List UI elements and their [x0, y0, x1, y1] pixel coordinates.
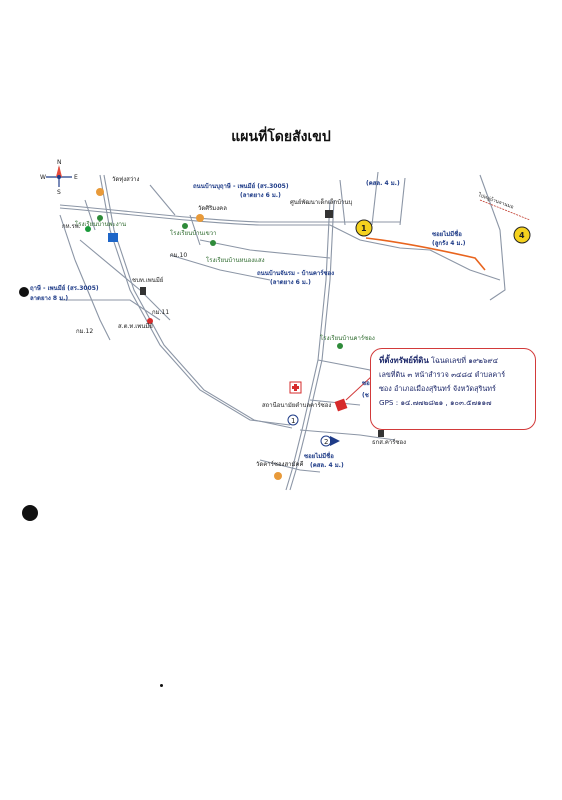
callout-line-3: ซอง อำเภอเมืองสุรินทร์ จังหวัดสุรินทร์ — [379, 384, 496, 393]
punch-hole-icon — [22, 505, 38, 521]
left-dot-icon — [19, 287, 29, 297]
label-road-top: ถนนบ้านบุฤาษี - เพนมีย์ (สร.3005) — [193, 182, 289, 190]
compass-n-label: N — [57, 159, 62, 166]
marker-route-2: 2 — [320, 435, 340, 447]
label-soi-right-sub: (ลูกรัง 4 ม.) — [432, 239, 466, 248]
school-icon — [97, 215, 103, 221]
page-title: แผนที่โดยสังเขป — [231, 129, 331, 145]
road-network — [59, 171, 506, 491]
school-icon-3 — [210, 240, 216, 246]
label-soi-right: ซอยไม่มีชื่อ — [432, 229, 462, 238]
label-side-2: (ช — [362, 392, 369, 399]
label-school-mid: โรงเรียนบ้านเขวา — [170, 229, 216, 237]
speck-icon — [160, 684, 163, 687]
school-icon-2 — [182, 223, 188, 229]
callout-gps: GPS : ๑๔.๗๗๒๘๒๑ , ๑๐๓.๕๗๑๑๗ — [379, 398, 492, 407]
label-road-left: ฤาษี - เพนมีย์ (สร.3005) — [30, 284, 99, 292]
label-bank: ธกส.คาร์ซอง — [372, 438, 406, 446]
green-sign-icon — [85, 226, 91, 232]
svg-text:4: 4 — [519, 231, 525, 240]
label-tk-sk: กห.รพ. — [62, 223, 81, 230]
bank-icon — [140, 287, 146, 295]
compass-w-label: W — [40, 174, 46, 181]
label-road-mid-lanes: (ลาดยาง 6 ม.) — [270, 279, 311, 286]
label-school-left: โรงเรียนบ้านพะงาน — [75, 220, 126, 228]
label-temple-bottom: วัดคาร์ซองสามัคคี — [256, 460, 304, 468]
callout-deed: โฉนดเลขที่ ๑๙๒๖๙๔ — [428, 356, 499, 365]
temple-icon-2 — [196, 214, 204, 222]
label-pcs-1: ชบท.เพนมีย์ — [132, 276, 163, 284]
marker-route-1: 1 — [287, 414, 299, 426]
temple-icon-3 — [274, 472, 282, 480]
label-km-10: กม.10 — [170, 252, 187, 259]
label-pcs-2: ส.ต.ท.เพนมีย์ — [118, 322, 153, 330]
label-soi-bottom: ซอยไม่มีชื่อ — [304, 451, 334, 460]
label-temple-mid: วัดศิริมงคล — [198, 205, 227, 212]
label-health: สถานีอนามัยตำบลคาร์ซอง — [262, 401, 331, 409]
target-small-icon — [147, 318, 153, 324]
svg-text:1: 1 — [291, 417, 295, 425]
svg-text:2: 2 — [324, 438, 328, 446]
bank-icon-2 — [378, 430, 384, 437]
label-kasor-top: (คสล. 4 ม.) — [366, 180, 400, 187]
temple-icon — [96, 188, 104, 196]
label-side-1: ซอย — [362, 380, 374, 387]
compass-e-label: E — [74, 174, 78, 181]
compass-icon: N S W E — [40, 159, 78, 196]
marker-1: 1 — [355, 219, 373, 237]
callout-line-1: ที่ตั้งทรัพย์ที่ดิน โฉนดเลขที่ ๑๙๒๖๙๔ — [379, 354, 527, 368]
label-school-right: โรงเรียนบ้านหนองแสง — [206, 256, 265, 264]
svg-text:1: 1 — [361, 224, 367, 233]
school-icon-4 — [337, 343, 343, 349]
callout-line-2: เลขที่ดิน ๓ หน้าสำรวจ ๓๔๘๔ ตำบลคาร์ — [379, 370, 506, 379]
label-center-top: ศูนย์พัฒนาเด็กเล็กบ้านบุ — [290, 197, 352, 206]
label-road-mid: ถนนบ้านจันรม - บ้านคาร์ซอง — [257, 269, 334, 277]
label-school-bottom: โรงเรียนบ้านคาร์ซอง — [320, 334, 375, 342]
callout-title: ที่ตั้งทรัพย์ที่ดิน — [379, 356, 429, 365]
label-kasor-bottom: (คสล. 4 ม.) — [310, 462, 344, 469]
label-temple-top: วัดทุ่งสว่าง — [112, 176, 140, 183]
hospital-icon — [289, 381, 302, 394]
access-path — [365, 237, 486, 271]
property-callout: ที่ตั้งทรัพย์ที่ดิน โฉนดเลขที่ ๑๙๒๖๙๔ เล… — [370, 348, 536, 430]
label-km-11: กม.11 — [152, 309, 169, 316]
building-icon — [108, 233, 118, 242]
label-km-12: กม.12 — [76, 328, 93, 335]
label-road-edge: ไปหมู่บ้านจานมอ — [476, 191, 514, 211]
marker-4: 4 — [513, 226, 531, 244]
label-road-top-lanes: (ลาดยาง 6 ม.) — [240, 192, 281, 199]
label-road-left-lanes: ลาดยาง 8 ม.) — [30, 295, 68, 302]
property-icon — [334, 375, 373, 412]
compass-s-label: S — [57, 189, 61, 196]
center-building-icon — [325, 210, 333, 218]
